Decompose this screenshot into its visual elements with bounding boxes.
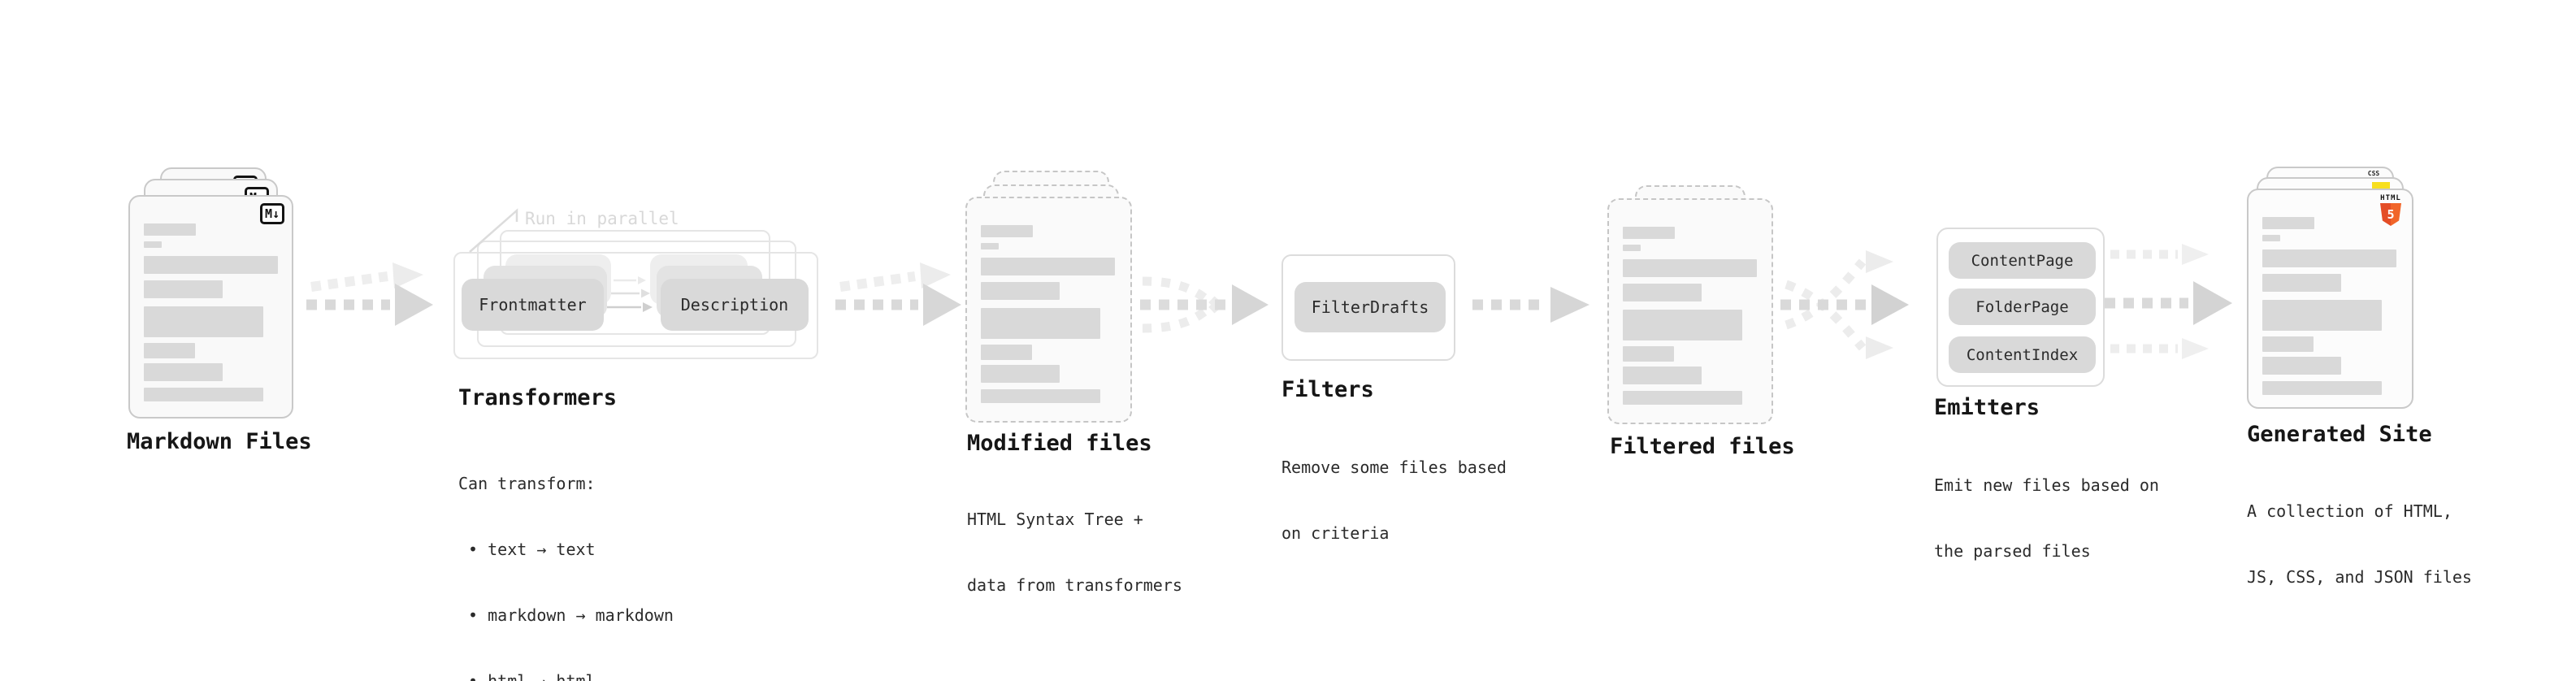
skeleton-text-bar	[981, 365, 1060, 383]
skeleton-text-bar	[144, 388, 263, 401]
skeleton-text-bar	[981, 258, 1115, 275]
skeleton-text-bar	[144, 306, 263, 337]
arrows-emitters-to-site	[2105, 244, 2232, 359]
arrow-filters-to-filtered	[1472, 287, 1589, 323]
skeleton-text-bar	[981, 243, 999, 249]
markdown-files-label: Markdown Files	[127, 429, 312, 454]
html5-icon-text: HTML	[2380, 194, 2401, 202]
generated-site-label: Generated Site	[2247, 422, 2432, 447]
description-line: Remove some files based	[1281, 458, 1507, 477]
skeleton-text-bar	[981, 282, 1060, 300]
emitters-box: ContentPage FolderPage ContentIndex	[1936, 228, 2105, 387]
description-line: • markdown → markdown	[458, 605, 674, 625]
skeleton-text-bar	[144, 223, 196, 236]
filtered-files-stack	[1607, 185, 1773, 429]
html5-icon-number: 5	[2387, 207, 2395, 222]
description-transformer-pill: Description	[661, 279, 809, 331]
modified-files-label: Modified files	[967, 431, 1152, 456]
arrow-transformers-to-modified	[835, 262, 961, 326]
site-file-card-front: HTML 5	[2247, 189, 2413, 409]
filters-box: FilterDrafts	[1281, 254, 1455, 361]
filters-description: Remove some files based on criteria	[1281, 413, 1507, 588]
folderpage-pill: FolderPage	[1949, 288, 2096, 325]
skeleton-text-bar	[981, 345, 1032, 360]
generated-site-description: A collection of HTML, JS, CSS, and JSON …	[2247, 457, 2472, 632]
skeleton-text-bar	[1623, 245, 1641, 251]
frontmatter-transformer-pill: Frontmatter	[462, 279, 604, 331]
skeleton-text-bar	[1623, 284, 1702, 301]
skeleton-text-bar	[2262, 217, 2314, 229]
transformers-label: Transformers	[458, 385, 618, 410]
modified-files-description: HTML Syntax Tree + data from transformer…	[967, 465, 1182, 640]
html5-icon-shield: 5	[2380, 203, 2401, 226]
filterdrafts-pill: FilterDrafts	[1295, 282, 1446, 332]
markdown-files-stack: M↓ M↓ M↓	[128, 167, 293, 419]
description-line: HTML Syntax Tree +	[967, 510, 1143, 529]
skeleton-text-bar	[144, 363, 223, 381]
skeleton-text-bar	[2262, 300, 2382, 331]
transformer-box-front	[453, 252, 818, 359]
description-line: A collection of HTML,	[2247, 501, 2452, 521]
skeleton-text-bar	[2262, 336, 2314, 352]
skeleton-text-bar	[144, 241, 162, 248]
run-in-parallel-leader-line	[469, 208, 518, 253]
skeleton-text-bar	[144, 343, 195, 358]
description-line: Emit new files based on	[1934, 475, 2159, 495]
skeleton-text-bar	[2262, 274, 2341, 292]
skeleton-text-bar	[2262, 235, 2280, 241]
html5-file-icon: HTML 5	[2379, 195, 2403, 226]
modified-files-stack	[965, 171, 1132, 423]
skeleton-text-bar	[2262, 249, 2396, 267]
filters-label: Filters	[1281, 377, 1374, 402]
emitters-label: Emitters	[1934, 395, 2040, 420]
arrow-filtered-to-emitters	[1780, 250, 1909, 359]
skeleton-text-bar	[1623, 310, 1742, 340]
skeleton-text-bar	[1623, 227, 1675, 239]
skeleton-text-bar	[981, 225, 1033, 237]
markdown-icon: M↓	[259, 203, 284, 224]
transformers-description: Can transform: • text → text • markdown …	[458, 429, 674, 681]
css-icon-text: CSS	[2367, 170, 2380, 177]
description-line: JS, CSS, and JSON files	[2247, 567, 2472, 587]
skeleton-text-bar	[981, 389, 1100, 403]
description-line: the parsed files	[1934, 541, 2091, 561]
skeleton-text-bar	[1623, 259, 1757, 277]
generated-site-stack: CSS HTML 5	[2247, 167, 2413, 414]
arrows-frontmatter-to-description	[607, 276, 653, 312]
skeleton-text-bar	[981, 308, 1100, 339]
run-in-parallel-annotation: Run in parallel	[525, 209, 679, 228]
skeleton-text-bar	[2262, 381, 2382, 395]
skeleton-text-bar	[2262, 357, 2341, 375]
description-line: • text → text	[458, 540, 596, 559]
filtered-files-label: Filtered files	[1610, 434, 1795, 459]
skeleton-text-bar	[144, 280, 223, 298]
contentpage-pill: ContentPage	[1949, 242, 2096, 279]
description-line: on criteria	[1281, 523, 1390, 543]
description-line: Can transform:	[458, 474, 596, 493]
modified-file-card-front	[965, 197, 1132, 423]
arrow-markdown-to-transformers	[306, 262, 433, 326]
skeleton-text-bar	[144, 256, 278, 274]
contentindex-pill: ContentIndex	[1949, 336, 2096, 373]
filtered-file-card-front	[1607, 198, 1773, 424]
arrow-modified-to-filters	[1140, 276, 1268, 333]
emitters-description: Emit new files based on the parsed files	[1934, 431, 2159, 606]
skeleton-text-bar	[1623, 367, 1702, 384]
markdown-file-card-front: M↓	[128, 195, 293, 419]
skeleton-text-bar	[1623, 391, 1742, 405]
skeleton-text-bar	[1623, 346, 1674, 362]
description-line: • html → html	[458, 671, 596, 681]
description-line: data from transformers	[967, 575, 1182, 595]
